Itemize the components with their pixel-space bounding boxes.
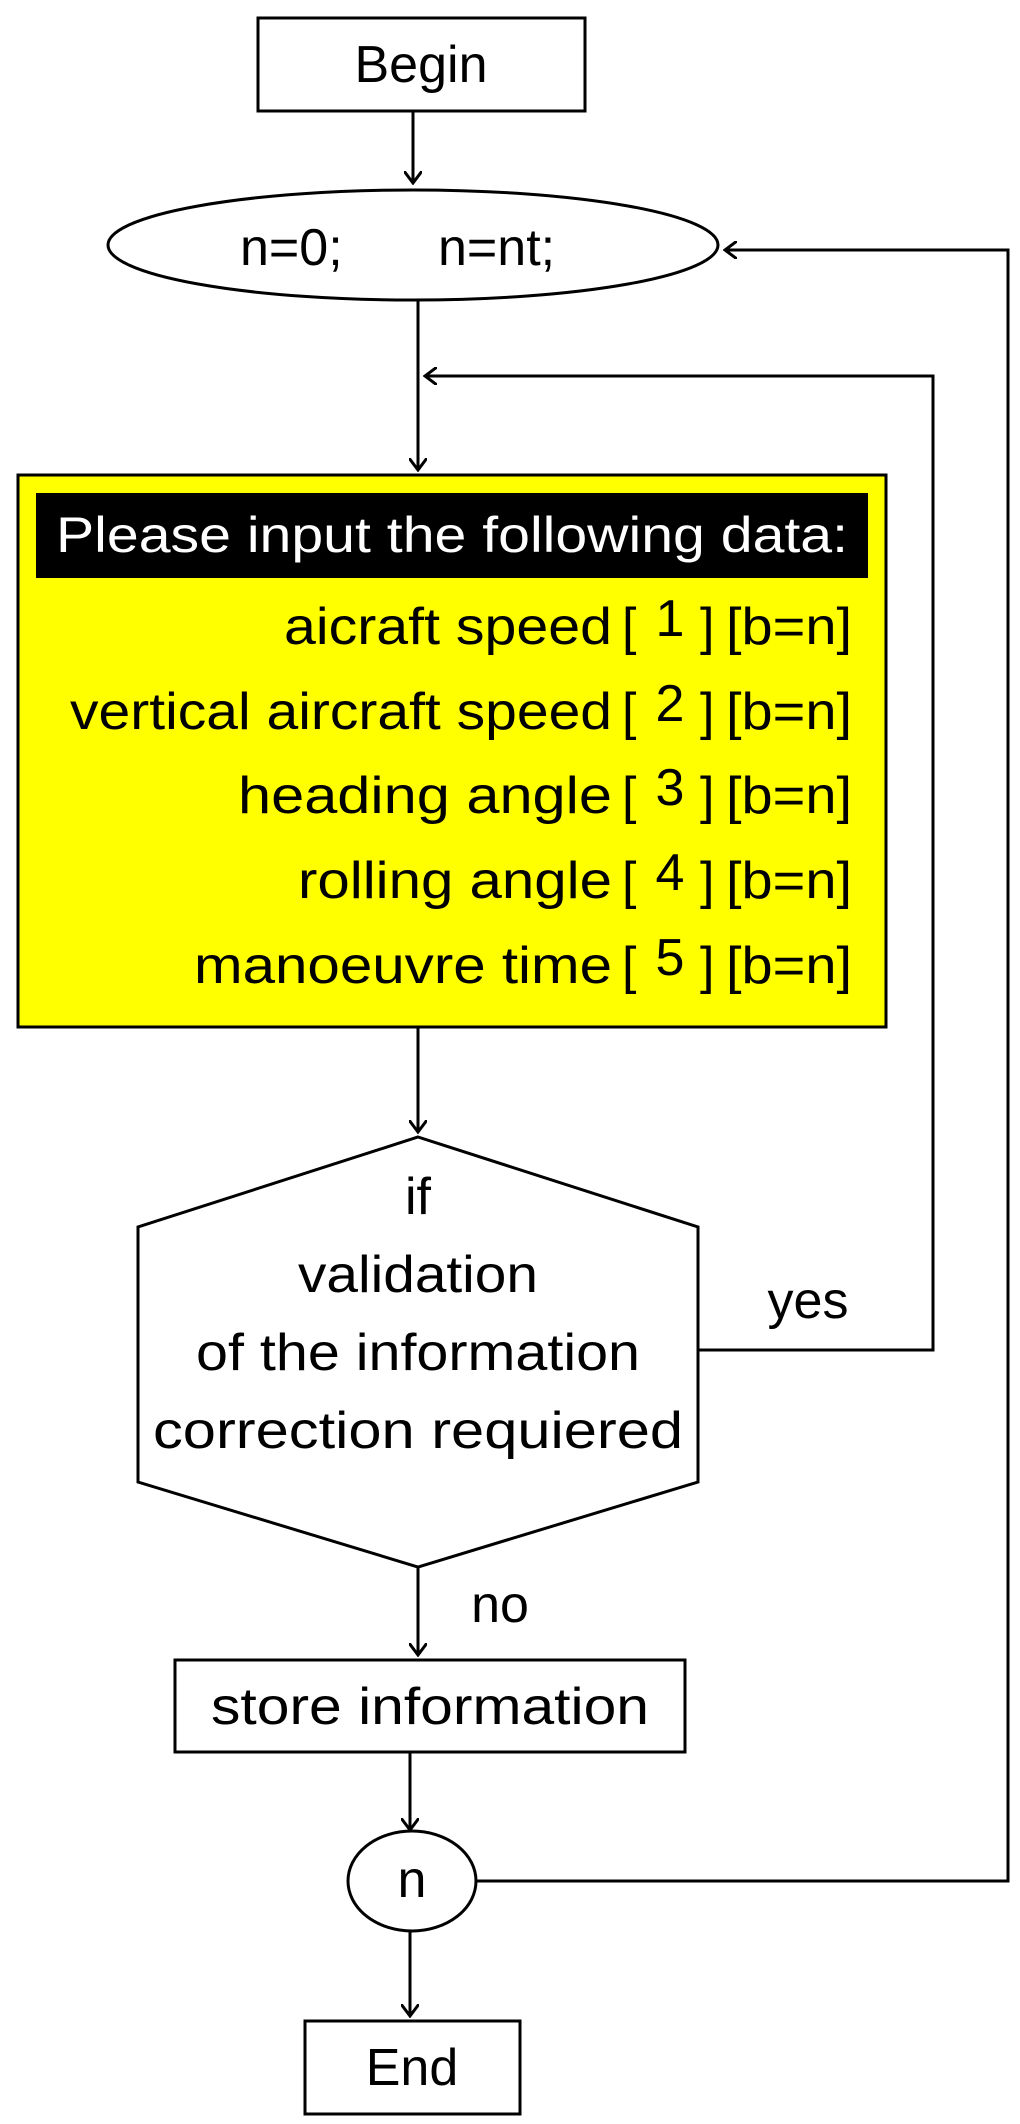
field-suffix: [b=n] <box>726 937 852 995</box>
edge-yes-loop <box>425 376 935 1352</box>
field-suffix: [b=n] <box>726 598 852 656</box>
field-suffix: [b=n] <box>726 852 852 910</box>
field-label: vertical aircraft speed <box>70 683 612 741</box>
begin-node <box>256 16 587 113</box>
decision-line-3: of the information <box>196 1324 640 1382</box>
field-index: 5 <box>656 929 685 987</box>
input-field-row: rolling angle [ 4 ] [b=n] <box>298 844 852 910</box>
loop-init-left: n=0; <box>240 219 343 277</box>
field-bracket-close: ] <box>700 683 714 741</box>
input-field-row: aicraft speed [ 1 ] [b=n] <box>284 590 852 656</box>
field-suffix: [b=n] <box>726 683 852 741</box>
field-bracket-open: [ <box>622 598 637 656</box>
loop-init-right: n=nt; <box>438 219 555 277</box>
loop-init-node <box>106 188 720 302</box>
store-label: store information <box>211 1678 649 1736</box>
field-label: heading angle <box>238 767 612 825</box>
field-bracket-open: [ <box>622 852 637 910</box>
decision-line-4: correction requiered <box>153 1402 683 1460</box>
input-block-header-bar <box>36 493 868 578</box>
field-bracket-close: ] <box>700 937 714 995</box>
field-bracket-open: [ <box>622 683 637 741</box>
field-bracket-close: ] <box>700 852 714 910</box>
no-label: no <box>471 1576 529 1634</box>
field-suffix: [b=n] <box>726 767 852 825</box>
field-label: manoeuvre time <box>194 937 612 995</box>
end-label: End <box>366 2039 459 2097</box>
field-label: aicraft speed <box>284 598 612 656</box>
yes-label: yes <box>768 1272 849 1330</box>
input-field-row: vertical aircraft speed [ 2 ] [b=n] <box>70 675 852 741</box>
input-block-header: Please input the following data: <box>56 507 848 563</box>
field-bracket-close: ] <box>700 767 714 825</box>
edge-counter-loop <box>476 250 1010 1883</box>
field-bracket-close: ] <box>700 598 714 656</box>
begin-label: Begin <box>355 36 488 94</box>
decision-line-2: validation <box>298 1246 538 1304</box>
field-index: 1 <box>656 590 685 648</box>
field-bracket-open: [ <box>622 937 637 995</box>
field-label: rolling angle <box>298 852 612 910</box>
decision-line-1: if <box>405 1168 432 1226</box>
input-field-row: heading angle [ 3 ] [b=n] <box>238 759 852 825</box>
store-node <box>173 1658 687 1754</box>
field-index: 4 <box>656 844 685 902</box>
field-index: 2 <box>656 675 685 733</box>
field-index: 3 <box>656 759 685 817</box>
counter-label: n <box>398 1851 427 1909</box>
field-bracket-open: [ <box>622 767 637 825</box>
input-field-row: manoeuvre time [ 5 ] [b=n] <box>194 929 852 995</box>
end-node <box>303 2019 522 2116</box>
